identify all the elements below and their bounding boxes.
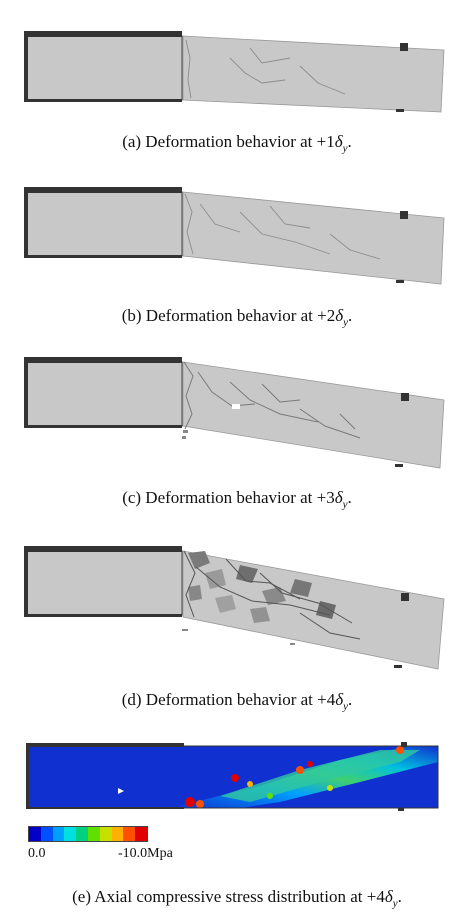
load-plate-bottom	[396, 109, 404, 112]
subscript-y: y	[343, 700, 349, 713]
bottom-steel-plate	[24, 99, 182, 102]
legend-swatch-5	[87, 827, 100, 841]
stress-color-legend: 0.0 -10.0Mpa	[28, 826, 173, 861]
spalled-fragment	[182, 629, 188, 631]
caption-a: (a) Deformation behavior at +1δy.	[0, 132, 474, 154]
crack-lines	[185, 39, 346, 99]
bottom-steel-plate	[24, 425, 182, 428]
caption-e: (e) Axial compressive stress distributio…	[0, 887, 474, 909]
caption-c: (c) Deformation behavior at +3δy.	[0, 488, 474, 510]
delta-symbol: δ	[335, 306, 344, 325]
fixed-end-block	[25, 361, 183, 427]
left-edge-plate	[24, 31, 28, 102]
caption-d-text: (d) Deformation behavior at +4	[121, 690, 336, 709]
caption-period: .	[347, 488, 352, 507]
panel-b: (b) Deformation behavior at +2δy.	[0, 184, 474, 334]
legend-max-label: -10.0Mpa	[118, 846, 173, 861]
delta-symbol: δ	[334, 488, 343, 507]
subscript-y: y	[342, 498, 348, 511]
legend-min-label: 0.0	[28, 846, 46, 861]
legend-swatch-2	[52, 827, 65, 841]
subscript-y: y	[342, 142, 348, 155]
caption-period: .	[348, 690, 353, 709]
load-plate-top	[400, 211, 408, 219]
load-plate-bottom	[395, 464, 403, 467]
panel-e: (e) Axial compressive stress distributio…	[0, 740, 474, 924]
panel-a: (a) Deformation behavior at +1δy.	[0, 28, 474, 168]
caption-d: (d) Deformation behavior at +4δy.	[0, 690, 474, 712]
subscript-y: y	[343, 316, 349, 329]
legend-swatch-4	[76, 827, 88, 841]
caption-period: .	[348, 306, 353, 325]
deformation-figure-c	[24, 357, 445, 469]
legend-swatch-1	[40, 827, 53, 841]
stress-field-frame	[27, 745, 439, 809]
load-plate-bottom	[394, 665, 402, 668]
delta-symbol: δ	[334, 132, 343, 151]
legend-swatch-7	[111, 827, 124, 841]
spalled-fragment	[183, 430, 188, 433]
legend-swatch-6	[99, 827, 112, 841]
high-stress-spots	[185, 746, 404, 808]
left-edge-plate	[24, 546, 28, 617]
top-steel-plate	[26, 743, 184, 747]
crack-lines	[183, 361, 361, 439]
spalled-fragment	[232, 404, 240, 409]
spalled-fragment	[182, 436, 186, 439]
deformation-figure-d	[24, 546, 445, 670]
damaged-blocks	[188, 551, 336, 623]
beam-body	[182, 361, 445, 469]
top-steel-plate	[24, 187, 182, 193]
caption-b-text: (b) Deformation behavior at +2	[121, 306, 336, 325]
caption-e-text: (e) Axial compressive stress distributio…	[72, 887, 385, 906]
load-plate-top	[401, 593, 409, 601]
panel-c: (c) Deformation behavior at +3δy.	[0, 354, 474, 514]
subscript-y: y	[392, 897, 398, 910]
load-plate-bottom	[398, 808, 404, 811]
fixed-end-block	[25, 35, 183, 101]
deformation-figure-b	[24, 187, 445, 285]
bottom-steel-plate	[24, 614, 182, 617]
caption-a-text: (a) Deformation behavior at +1	[122, 132, 335, 151]
bottom-steel-plate	[24, 255, 182, 258]
caption-c-text: (c) Deformation behavior at +3	[122, 488, 335, 507]
caption-b: (b) Deformation behavior at +2δy.	[0, 306, 474, 328]
marker-arrow	[118, 788, 124, 794]
spalled-fragment	[290, 643, 295, 645]
top-steel-plate	[24, 31, 182, 37]
top-steel-plate	[24, 357, 182, 363]
legend-swatch-9	[135, 827, 147, 841]
beam-body	[182, 35, 445, 113]
load-plate-top	[401, 742, 407, 747]
crack-lines	[184, 193, 381, 260]
panel-d: (d) Deformation behavior at +4δy.	[0, 543, 474, 713]
compression-strut-upper	[220, 750, 420, 802]
legend-color-bar	[28, 826, 148, 842]
crack-lines	[183, 550, 361, 640]
left-edge-plate	[24, 187, 28, 258]
deformation-figure-a	[24, 31, 445, 113]
load-plate-top	[401, 393, 409, 401]
caption-period: .	[347, 132, 352, 151]
load-plate-bottom	[396, 280, 404, 283]
beam-body	[182, 191, 445, 285]
fixed-end-block	[25, 191, 183, 257]
legend-swatch-3	[64, 827, 77, 841]
fixed-end-block	[25, 550, 183, 616]
delta-symbol: δ	[384, 887, 393, 906]
caption-period: .	[397, 887, 402, 906]
legend-swatch-0	[29, 827, 41, 841]
top-steel-plate	[24, 546, 182, 552]
left-edge-plate	[24, 357, 28, 428]
delta-symbol: δ	[335, 690, 344, 709]
stress-distribution-figure	[26, 742, 439, 811]
legend-swatch-8	[123, 827, 136, 841]
load-plate-top	[400, 43, 408, 51]
